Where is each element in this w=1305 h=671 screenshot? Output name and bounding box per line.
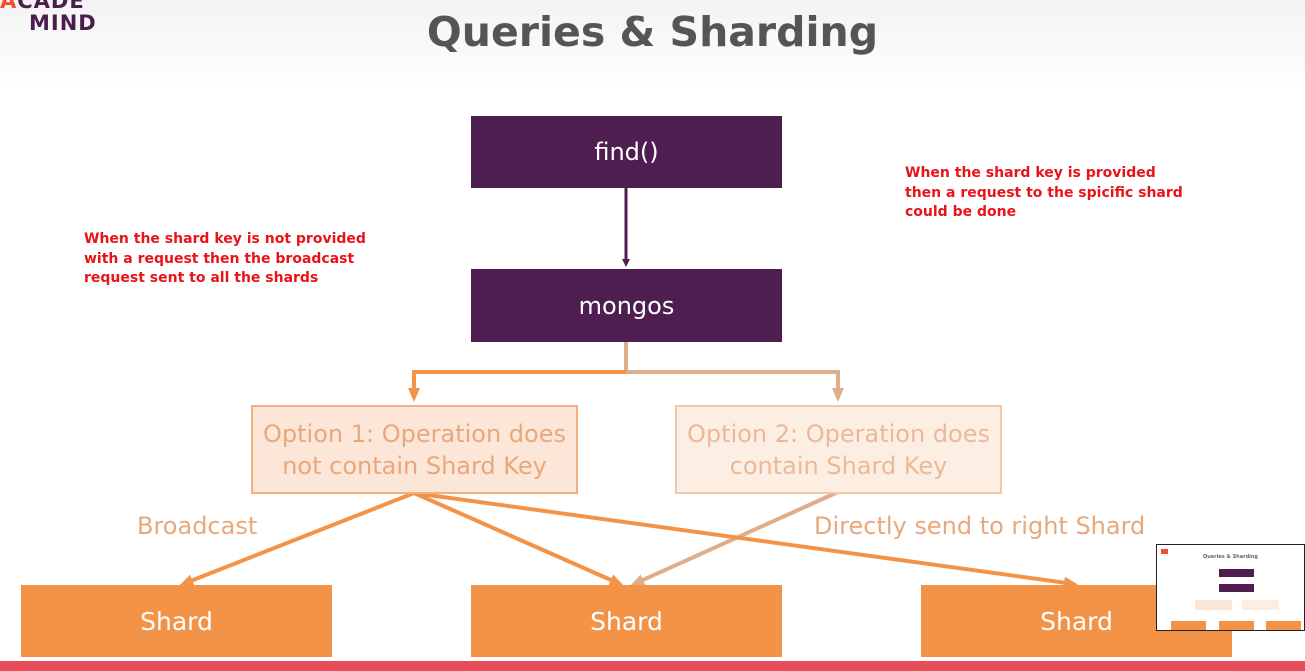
option-2-line-2: contain Shard Key [729,451,948,480]
option-1-line-2: not contain Shard Key [282,451,547,480]
thumbnail-mongos-node [1219,584,1254,592]
option-1-node: Option 1: Operation does not contain Sha… [251,405,578,494]
left-annotation-line: with a request then the broadcast [84,250,355,267]
connector-to-option-1 [408,370,626,402]
video-progress-bar[interactable] [0,661,1305,671]
thumbnail-title: Queries & Sharding [1202,554,1259,560]
left-annotation: When the shard key is not provided with … [84,230,366,289]
video-progress-fill [0,661,1305,671]
right-annotation-line: then a request to the spicific shard [905,184,1183,201]
option-2-line-1: Option 2: Operation does [687,419,990,448]
academind-logo: ACADE MIND [0,0,97,34]
right-annotation: When the shard key is provided then a re… [905,164,1183,223]
arrow-option1-to-shard-3 [413,491,1078,589]
connector-to-option-2 [626,370,844,402]
mongos-node: mongos [471,269,782,342]
option-1-line-1: Option 1: Operation does [263,419,566,448]
thumbnail-option-1 [1195,600,1232,610]
slide-title: Queries & Sharding [426,8,879,56]
logo-line-2: MIND [29,11,97,35]
thumbnail-shard [1171,621,1206,630]
arrow-option1-to-shard-1 [179,491,415,586]
thumbnail-option-2 [1242,600,1279,610]
thumbnail-shard [1219,621,1254,630]
thumbnail-shard [1266,621,1301,630]
thumbnail-logo [1161,549,1168,554]
left-annotation-line: When the shard key is not provided [84,231,366,247]
left-annotation-line: request sent to all the shards [84,270,319,286]
right-annotation-line: could be done [905,204,1017,220]
slide-thumbnail-preview[interactable]: Queries & Sharding [1156,544,1305,631]
arrow-option1-to-shard-2 [413,491,624,586]
direct-send-label: Directly send to right Shard [814,512,1146,540]
find-node: find() [471,116,782,188]
shard-node-1: Shard [21,585,332,657]
right-annotation-line: When the shard key is provided [905,165,1156,181]
shard-node-2: Shard [471,585,782,657]
thumbnail-find-node [1219,569,1254,577]
logo-line-1: ACADE [0,0,97,12]
logo-line-1-text: CADE [17,0,85,13]
broadcast-label: Broadcast [137,512,258,540]
logo-accent-letter: A [0,0,18,13]
option-2-node: Option 2: Operation does contain Shard K… [675,405,1002,494]
